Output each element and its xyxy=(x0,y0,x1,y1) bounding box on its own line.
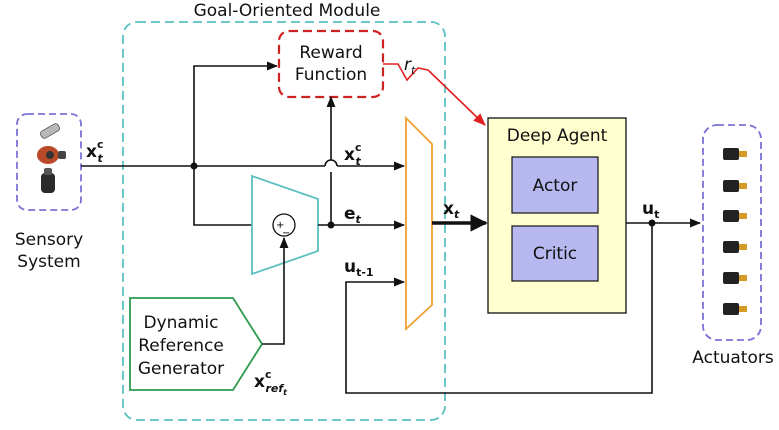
to-comparator-wire xyxy=(193,166,273,230)
multiplexer-block[interactable] xyxy=(405,115,433,332)
generator-label-1: Dynamic xyxy=(144,313,219,333)
goal-module-title: Goal-Oriented Module xyxy=(194,1,381,21)
sensory-label-2: System xyxy=(17,252,80,272)
critic-label: Critic xyxy=(533,244,577,264)
error-junction xyxy=(327,221,335,229)
generator-label-2: Reference xyxy=(138,336,224,356)
reward-function-label-2: Function xyxy=(295,65,367,85)
actuators-box[interactable] xyxy=(702,124,762,341)
actuator-icon-1 xyxy=(723,148,747,160)
actuator-icon-5 xyxy=(723,272,747,284)
action-junction xyxy=(648,219,656,227)
reward-function-box[interactable] xyxy=(277,29,385,99)
sensor-gauge-icon xyxy=(40,123,60,139)
actuators-label: Actuators xyxy=(692,348,774,368)
sum-plus: + xyxy=(276,220,284,231)
deep-agent-title: Deep Agent xyxy=(507,126,608,146)
sensor-camera-icon xyxy=(37,146,66,164)
state-label: xt xyxy=(443,199,460,221)
to-reward-wire xyxy=(193,61,279,166)
sensory-wire-hop xyxy=(324,159,338,167)
reward-function-label-1: Reward xyxy=(299,43,362,63)
u-prev-label: ut-1 xyxy=(344,257,374,279)
deep-agent-box[interactable] xyxy=(487,117,627,314)
critic-block[interactable] xyxy=(511,225,599,282)
actuator-icon-6 xyxy=(723,303,747,315)
actor-label: Actor xyxy=(533,176,578,196)
actuator-icon-4 xyxy=(723,241,747,253)
sum-minus: − xyxy=(282,228,290,239)
generator-label-3: Generator xyxy=(138,359,224,379)
sensory-system-box[interactable] xyxy=(16,113,82,211)
sensor-probe-icon xyxy=(41,168,55,193)
sensory-label-1: Sensory xyxy=(15,230,83,250)
reference-wire xyxy=(262,236,289,345)
action-label: ut xyxy=(642,199,659,221)
actor-block[interactable] xyxy=(511,156,599,214)
summing-junction xyxy=(272,213,296,237)
feedback-wire xyxy=(345,223,653,394)
goal-oriented-module-box xyxy=(122,21,446,421)
reward-signal-arrow xyxy=(427,69,486,126)
actuator-icon-3 xyxy=(723,210,747,222)
error-label: et xyxy=(344,204,362,226)
reference-generator-block[interactable] xyxy=(129,297,264,391)
reward-signal-wire xyxy=(383,63,429,82)
actuator-icon-2 xyxy=(723,180,747,192)
reward-signal-label: rt xyxy=(404,55,416,77)
